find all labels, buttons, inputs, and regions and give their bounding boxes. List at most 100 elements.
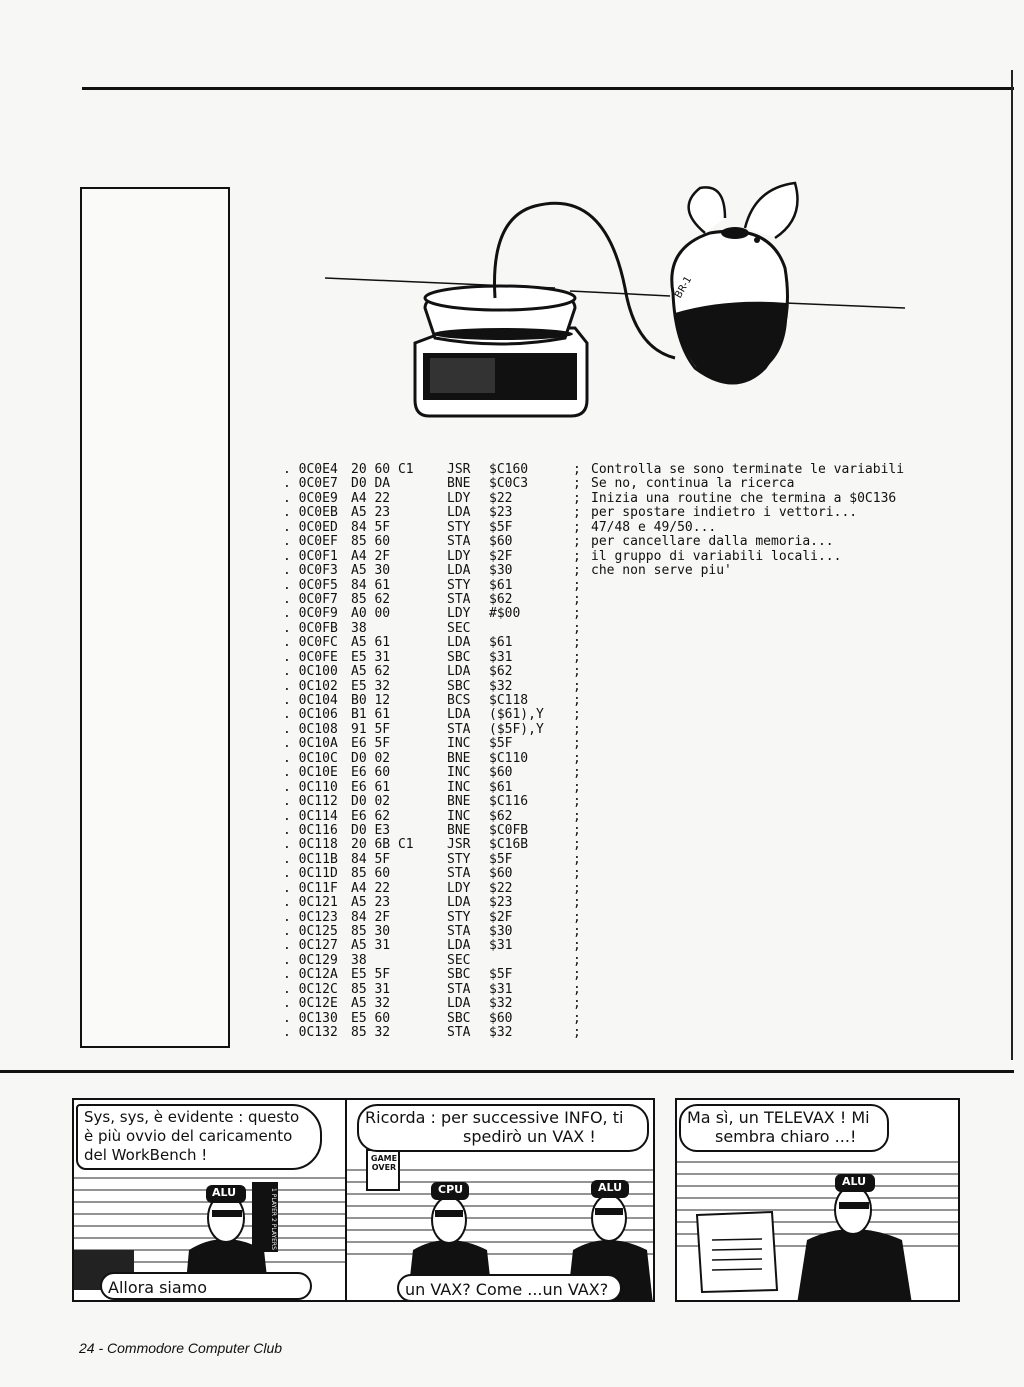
comment-row: ; (573, 722, 1013, 737)
balloon-line: è più ovvio del caricamento (84, 1127, 293, 1145)
listing-hex: A5 32 (351, 996, 391, 1012)
comment-row: ;Controlla se sono terminate le variabil… (573, 462, 1013, 477)
listing-mnemonic: SBC (447, 649, 471, 665)
comment-marker: ; (573, 505, 581, 521)
listing-hex: A4 2F (351, 548, 391, 564)
listing-address: . 0C104 (283, 693, 338, 708)
listing-mnemonic: LDY (447, 880, 471, 896)
comment-marker: ; (573, 952, 581, 968)
listing-operand: $61 (489, 635, 513, 651)
listing-address: . 0C106 (283, 707, 338, 723)
listing-operand: $C110 (489, 750, 529, 766)
comment-marker: ; (573, 822, 581, 838)
comment-marker: ; (573, 693, 581, 708)
listing-address: . 0C11F (283, 880, 338, 896)
listing-operand: $5F (489, 851, 513, 867)
listing-mnemonic: LDY (447, 490, 471, 506)
hat-label-alu: ALU (598, 1181, 623, 1194)
comment-row: ;per cancellare dalla memoria... (573, 534, 1013, 550)
listing-operand: $5F (489, 519, 513, 535)
listing-operand: $31 (489, 981, 513, 997)
listing-hex: 84 61 (351, 577, 391, 593)
comment-marker: ; (573, 765, 581, 781)
listing-mnemonic: STA (447, 866, 471, 882)
listing-operand: $C160 (489, 462, 529, 477)
listing-mnemonic: BCS (447, 693, 471, 708)
listing-mnemonic: JSR (447, 462, 471, 477)
listing-hex: A5 23 (351, 505, 391, 521)
listing-hex: E5 5F (351, 967, 391, 983)
listing-address: . 0C0FC (283, 635, 338, 651)
listing-hex: E6 5F (351, 736, 391, 752)
listing-operand: $61 (489, 779, 513, 795)
comment-marker: ; (573, 779, 581, 795)
listing-operand: $62 (489, 664, 513, 680)
comment-row: ; (573, 822, 1013, 838)
listing-operand (489, 954, 569, 968)
listing-hex: 38 (351, 952, 367, 968)
mouse-inkwell-illustration (325, 181, 906, 418)
listing-operand: $32 (489, 996, 513, 1012)
comment-row: ; (573, 1010, 1013, 1026)
comment-row: ; (573, 910, 1013, 925)
listing-row: . 0C104 B0 12 BCS $C118 (283, 693, 583, 708)
listing-hex: A4 22 (351, 490, 391, 506)
comment-marker: ; (573, 1010, 581, 1026)
listing-mnemonic: JSR (447, 837, 471, 853)
listing-mnemonic: STA (447, 534, 471, 550)
listing-address: . 0C114 (283, 808, 338, 824)
sign-line-1: GAME (370, 1154, 398, 1163)
listing-operand: $2F (489, 548, 513, 564)
listing-operand: $60 (489, 866, 513, 882)
comment-marker: ; (573, 880, 581, 896)
listing-operand: $31 (489, 938, 513, 954)
comment-row: ; (573, 621, 1013, 636)
listing-hex: A4 22 (351, 880, 391, 896)
comment-row: ; (573, 751, 1013, 766)
listing-mnemonic: LDA (447, 635, 471, 651)
listing-hex: A5 31 (351, 938, 391, 954)
comment-marker: ; (573, 635, 581, 651)
listing-mnemonic: LDY (447, 606, 471, 622)
listing-mnemonic: LDA (447, 895, 471, 911)
listing-operand: $C116 (489, 794, 529, 810)
comment-row: ; (573, 852, 1013, 867)
listing-hex: 84 5F (351, 519, 391, 535)
listing-operand: $31 (489, 649, 513, 665)
listing-address: . 0C125 (283, 924, 338, 939)
listing-hex: E5 31 (351, 649, 391, 665)
listing-hex: E6 62 (351, 808, 391, 824)
listing-hex: B0 12 (351, 693, 391, 708)
listing-mnemonic: SEC (447, 620, 471, 636)
comment-row: ;Inizia una routine che termina a $0C136 (573, 491, 1013, 506)
comment-row: ; (573, 809, 1013, 824)
comment-marker: ; (573, 534, 581, 550)
listing-hex: D0 02 (351, 750, 391, 766)
listing-address: . 0C0E7 (283, 476, 338, 492)
listing-address: . 0C102 (283, 678, 338, 694)
listing-operand: $22 (489, 880, 513, 896)
listing-hex: 85 31 (351, 981, 391, 997)
comment-marker: ; (573, 462, 581, 477)
listing-address: . 0C12A (283, 967, 338, 983)
middle-rule (0, 1070, 1014, 1073)
comment-marker: ; (573, 707, 581, 723)
comment-text: il gruppo di variabili locali... (591, 548, 842, 564)
listing-mnemonic: SBC (447, 1010, 471, 1026)
comment-row: ; (573, 924, 1013, 939)
listing-address: . 0C10A (283, 736, 338, 752)
listing-mnemonic: INC (447, 779, 471, 795)
listing-mnemonic: BNE (447, 794, 471, 810)
listing-operand: $C118 (489, 693, 529, 708)
comment-row: ;47/48 e 49/50... (573, 520, 1013, 535)
listing-hex: A0 00 (351, 606, 391, 622)
listing-operand: $C0C3 (489, 476, 529, 492)
